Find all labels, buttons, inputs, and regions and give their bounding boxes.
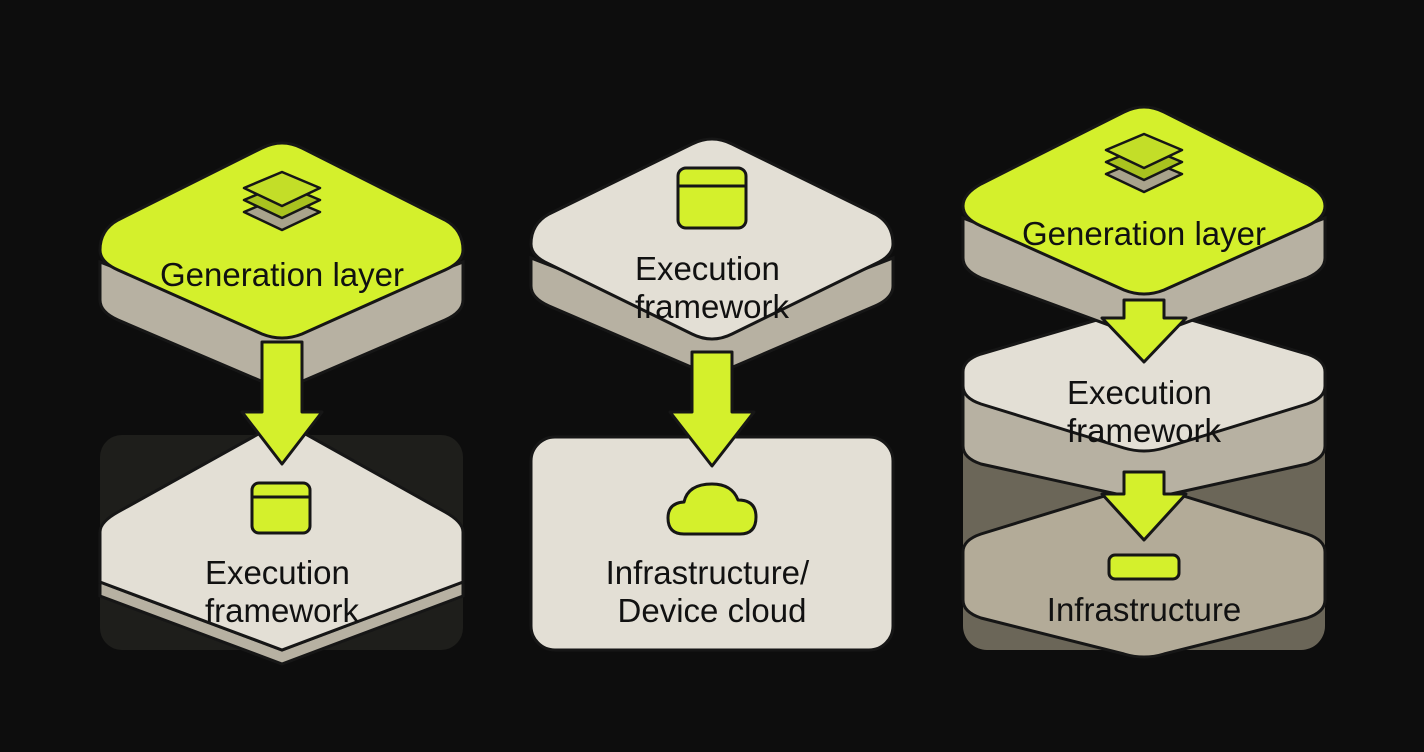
- label-line-1: Execution: [205, 554, 350, 591]
- label-line-2: framework: [205, 592, 360, 629]
- diagram-three-layer-stack: Infrastructure Execution framework Gener…: [961, 105, 1327, 659]
- block-top: [98, 141, 465, 340]
- diagram-two-layer-execution: Infrastructure/ Device cloud Execution f…: [529, 137, 895, 652]
- label-line-1: Infrastructure/: [606, 554, 810, 591]
- block-label: Execution framework: [1067, 374, 1222, 449]
- layers-icon: [242, 170, 322, 232]
- label-line-2: framework: [635, 288, 790, 325]
- infrastructure-device-cloud-block: Infrastructure/ Device cloud: [529, 435, 895, 652]
- block-label: Infrastructure: [1047, 591, 1241, 628]
- down-arrow-icon: [240, 340, 324, 466]
- layers-icon: [1104, 132, 1184, 194]
- block-label: Infrastructure/ Device cloud: [606, 554, 819, 629]
- block-label: Generation layer: [1022, 215, 1266, 252]
- block-top: [529, 137, 895, 341]
- server-bar-icon: [1107, 553, 1181, 581]
- label-line-2: Device cloud: [618, 592, 807, 629]
- window-icon: [250, 481, 312, 535]
- block-side: [961, 381, 1327, 502]
- generation-layer-block: Generation layer: [961, 105, 1327, 340]
- label-line-2: framework: [1067, 412, 1222, 449]
- block-top: [961, 105, 1327, 296]
- cloud-icon: [666, 482, 758, 536]
- label-line-1: Execution: [1067, 374, 1212, 411]
- down-arrow-icon: [668, 350, 756, 468]
- diagram-two-layer-generation: Execution framework Generation layer: [98, 141, 465, 666]
- execution-framework-block: Execution framework: [961, 307, 1327, 502]
- generation-layer-block: Generation layer: [98, 141, 465, 392]
- block-label: Execution framework: [635, 250, 790, 325]
- execution-framework-block: Execution framework: [529, 137, 895, 378]
- label-line-1: Execution: [635, 250, 780, 287]
- down-arrow-icon: [1100, 470, 1188, 542]
- block-label: Generation layer: [160, 256, 404, 293]
- window-icon: [676, 166, 748, 230]
- block-label: Execution framework: [205, 554, 360, 629]
- down-arrow-icon: [1100, 298, 1188, 364]
- execution-framework-block: Execution framework: [98, 425, 465, 666]
